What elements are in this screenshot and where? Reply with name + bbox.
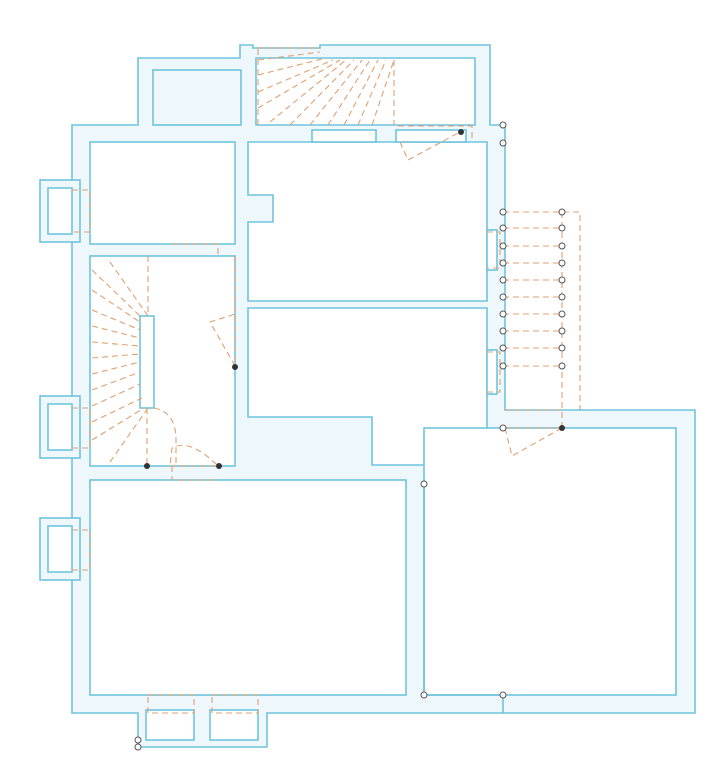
- room-top-closet: [152, 69, 242, 126]
- stair-node-5-1: [558, 293, 566, 301]
- stair-node-2-0: [499, 242, 507, 250]
- stair-node-8-1: [558, 344, 566, 352]
- door-stair-hall: [172, 243, 236, 369]
- stair-node-7-0: [499, 327, 507, 335]
- wall-niche-top-a: [311, 129, 377, 143]
- stair-node-4-0: [499, 276, 507, 284]
- stair-node-5-0: [499, 293, 507, 301]
- bay-bottom-b: [209, 709, 259, 741]
- room-upper-right: [247, 141, 488, 302]
- stair-node-10-0: [499, 424, 507, 432]
- node-solid-bottom-a: [144, 463, 150, 469]
- bay-bottom-a: [145, 709, 195, 741]
- stair-node-0-1: [558, 208, 566, 216]
- room-large-bottom-left: [89, 479, 407, 696]
- node-solid-stair-hall: [232, 364, 238, 370]
- door-bottom-left-a: [169, 444, 220, 481]
- wall-niche-right-a: [486, 229, 498, 271]
- stair-node-3-1: [558, 259, 566, 267]
- stair-node-markers: [499, 208, 566, 432]
- node-open-bottom-left-a: [134, 736, 142, 744]
- wall-niche-top-b: [395, 129, 467, 143]
- node-solid-top-door: [458, 129, 464, 135]
- stair-node-0-0: [499, 208, 507, 216]
- stair-node-2-1: [558, 242, 566, 250]
- stair-node-7-1: [558, 327, 566, 335]
- bay-left-middle: [39, 395, 81, 459]
- node-solid-exterior: [559, 425, 565, 431]
- stair-node-4-1: [558, 276, 566, 284]
- node-open-bottom-right: [499, 691, 507, 699]
- stair-left-spiral: [91, 256, 177, 466]
- room-middle-right: [247, 307, 488, 466]
- door-right-windows: [487, 231, 501, 393]
- wall-niche-right-b: [486, 349, 498, 395]
- bay-left-upper: [39, 179, 81, 243]
- room-large-bottom-right: [423, 427, 677, 696]
- room-upper-left: [89, 141, 236, 245]
- stair-node-9-0: [499, 362, 507, 370]
- stair-node-1-1: [558, 224, 566, 232]
- stair-newel-post: [139, 315, 155, 409]
- node-open-corridor-top: [420, 480, 428, 488]
- stair-node-8-0: [499, 344, 507, 352]
- node-open-top-a: [499, 121, 507, 129]
- room-stair-hall: [89, 255, 236, 467]
- door-bottom-left-b: [147, 694, 259, 714]
- room-top-stair-space: [255, 57, 476, 126]
- stair-node-6-1: [558, 310, 566, 318]
- node-open-corridor-bottom: [420, 691, 428, 699]
- stair-node-6-0: [499, 310, 507, 318]
- stair-node-3-0: [499, 259, 507, 267]
- bay-left-lower: [39, 517, 81, 581]
- stair-node-9-1: [558, 362, 566, 370]
- node-open-bottom-left-b: [134, 743, 142, 751]
- stair-node-1-0: [499, 224, 507, 232]
- stair-top: [257, 47, 395, 126]
- node-open-top-b: [499, 139, 507, 147]
- node-markers: [134, 121, 565, 751]
- door-top-right: [398, 125, 473, 161]
- node-solid-bottom-b: [216, 463, 222, 469]
- stair-right-exterior: [503, 211, 581, 429]
